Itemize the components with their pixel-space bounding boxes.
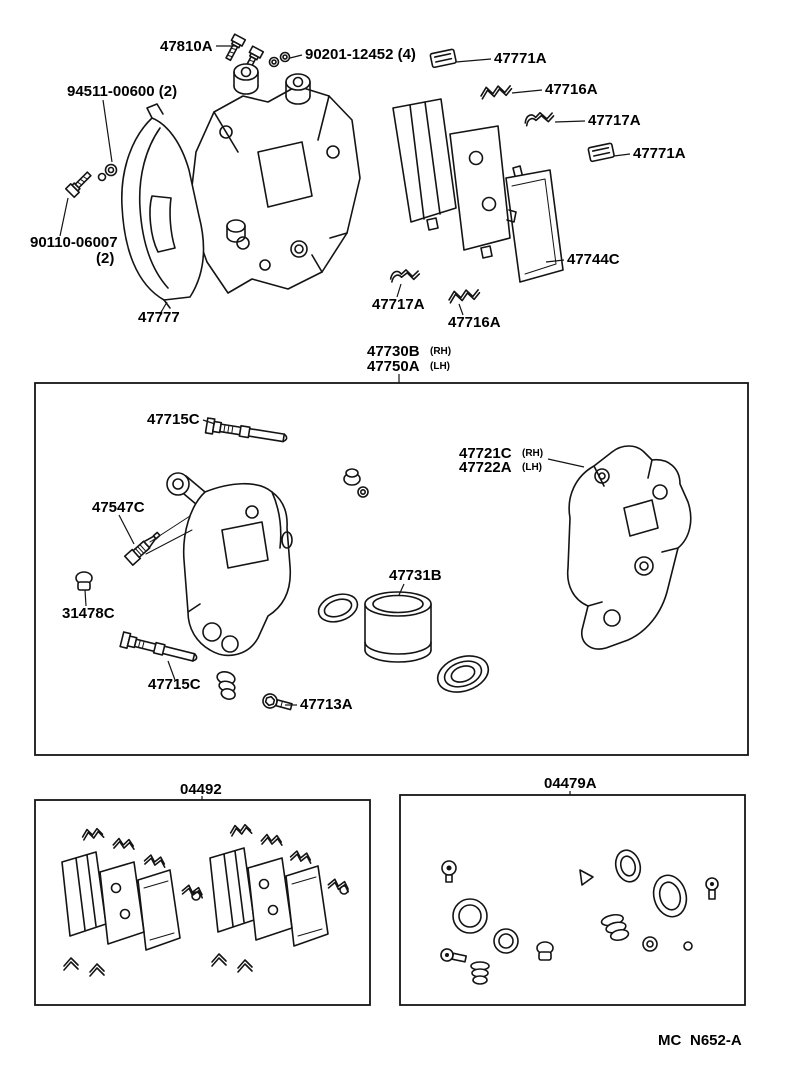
part-label-47716A-top: 47716A: [545, 81, 598, 98]
pad-kit-contents: [61, 823, 349, 977]
part-label-94511: 94511-00600 (2): [67, 83, 177, 100]
bolt-90110: [64, 171, 92, 199]
washer-90201: [268, 51, 291, 68]
kit-label-04492: 04492: [180, 781, 222, 798]
dust-shield-47777: [121, 103, 205, 309]
part-label-90110: 90110-06007: [30, 234, 118, 251]
part-labels: 47810A 90201-12452 (4) 47771A 94511-0060…: [30, 38, 742, 1049]
part-label-47744C: 47744C: [567, 251, 620, 268]
part-label-47722A: 47722A: [459, 459, 512, 476]
spring-47716A-top: [480, 85, 513, 100]
piston-seal-ring: [317, 593, 359, 623]
clip-47717A-bottom: [389, 269, 421, 283]
footer-code-mc: MC: [658, 1032, 681, 1049]
brake-pad-outer: [449, 125, 511, 259]
bleeder-screw-47547C: [123, 515, 193, 566]
clip-47771A-right: [587, 142, 615, 163]
part-label-47777: 47777: [138, 309, 180, 326]
assembly-label-47750A-side: (LH): [430, 361, 450, 372]
part-label-47717A-top: 47717A: [588, 112, 641, 129]
grease-fitting-94511: [97, 163, 118, 182]
seal-kit-contents: [440, 849, 719, 985]
part-label-31478C: 31478C: [62, 605, 115, 622]
clip-47717A-top: [524, 111, 555, 127]
assembly-label-47750A: 47750A: [367, 358, 420, 375]
piston-47731B: [364, 591, 432, 663]
bolt-47713A: [262, 693, 293, 711]
leader-lines: [59, 45, 631, 800]
assembly-label-47730B: 47730B: [367, 343, 420, 360]
caliper-half: [166, 472, 293, 657]
clip-47771A-top: [429, 48, 457, 69]
brake-pad-inner: [392, 98, 457, 231]
part-label-47547C: 47547C: [92, 499, 145, 516]
caliper-subassembly: [75, 417, 692, 711]
caliper-body: [188, 63, 361, 294]
part-label-47771A-top: 47771A: [494, 50, 547, 67]
pin-bushing: [343, 468, 369, 498]
kit-label-04479A: 04479A: [544, 775, 597, 792]
piston-dust-boot: [436, 655, 490, 693]
part-label-47721C: 47721C: [459, 445, 512, 462]
slide-pin-47715C-bottom: [119, 631, 198, 662]
seal-kit-box: [399, 794, 746, 1006]
wear-plate-47744C: [505, 165, 564, 283]
part-label-47715C-bottom: 47715C: [148, 676, 201, 693]
part-label-47810A: 47810A: [160, 38, 213, 55]
caliper-assembly-box: [34, 382, 749, 756]
part-label-47717A-bottom: 47717A: [372, 296, 425, 313]
slide-pin-47715C-top: [204, 417, 288, 443]
part-label-47713A: 47713A: [300, 696, 353, 713]
part-label-47771A-right: 47771A: [633, 145, 686, 162]
part-label-47731B: 47731B: [389, 567, 442, 584]
part-label-47721C-side: (RH): [522, 448, 543, 459]
part-label-90110-qty: (2): [96, 250, 114, 267]
assembly-label-47730B-side: (RH): [430, 346, 451, 357]
part-label-90201: 90201-12452 (4): [305, 46, 416, 63]
part-label-47715C-top: 47715C: [147, 411, 200, 428]
bleeder-cap-31478C: [75, 571, 93, 591]
part-label-47722A-side: (LH): [522, 462, 542, 473]
spring-47716A-bottom: [448, 289, 481, 304]
mounting-bracket-47721C: [566, 445, 692, 650]
part-label-47716A-bottom: 47716A: [448, 314, 501, 331]
pin-boot: [216, 670, 236, 700]
top-assembly: [64, 33, 615, 309]
footer-code: N652-A: [690, 1032, 742, 1049]
